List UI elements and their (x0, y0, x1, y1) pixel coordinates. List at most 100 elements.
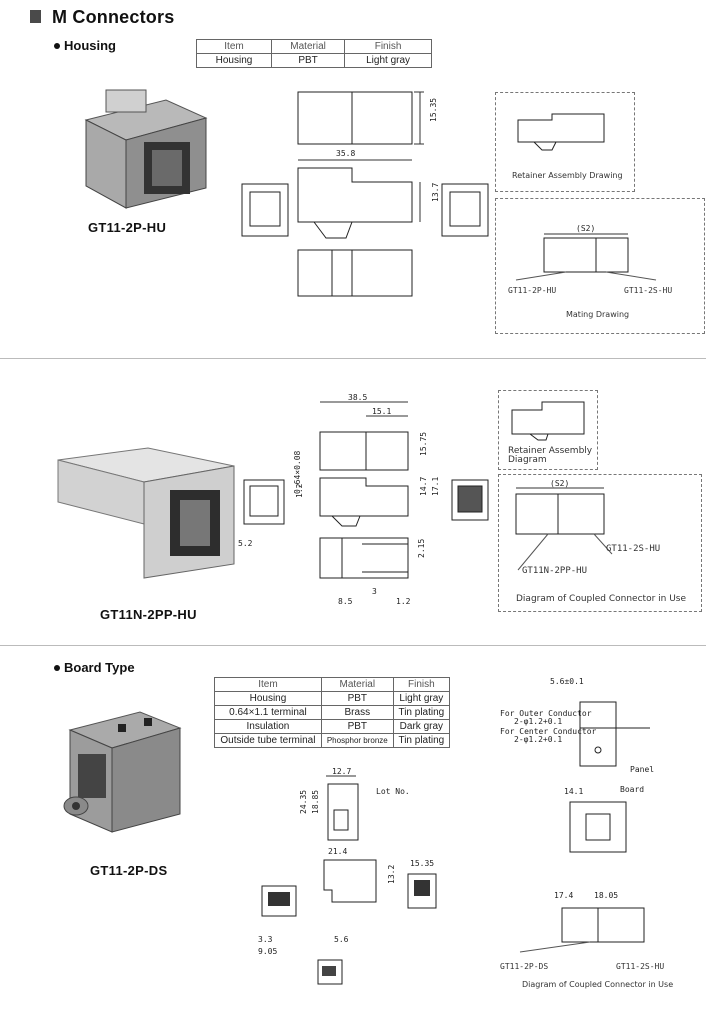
table-cell: Tin plating (392, 733, 451, 748)
dim-1-2b: 1.2 (396, 597, 411, 606)
drawing-gt11n-views: 38.5 15.1 15.75 14.7 17.1 0.64×0.08 1.2 … (238, 393, 489, 606)
table-cell: PBT (320, 691, 394, 706)
drawing-coupled-2: (S2) (515, 479, 613, 571)
dim-15-75: 15.75 (419, 432, 428, 456)
coupled-connector-box (498, 474, 702, 612)
dim-24-35: 24.35 (299, 790, 308, 814)
table-cell: Dark gray (392, 719, 451, 734)
title-marker (30, 10, 41, 23)
dim-5-6-tol: 5.6±0.1 (550, 677, 584, 686)
dim-13-2: 13.2 (387, 865, 396, 884)
dim-5-6: 5.6 (334, 935, 349, 944)
label-right-part: GT11-2S-HU (624, 286, 673, 295)
caption-retainer-2: Retainer Assembly Diagram (508, 447, 592, 465)
caption-mating: Mating Drawing (566, 310, 630, 319)
table-header: Material (270, 39, 346, 54)
dim-38-5: 38.5 (348, 393, 367, 402)
table-cell: Light gray (344, 53, 432, 68)
label-left-part: GT11-2P-HU (508, 286, 557, 295)
dim-14-7: 14.7 (419, 477, 428, 496)
dim-3: 3 (372, 587, 377, 596)
part-number-gt11-2p-ds: GT11-2P-DS (90, 863, 168, 878)
table-cell: Phosphor bronze (320, 733, 394, 748)
drawing-board-mounting: 5.6±0.1 For Outer Conductor 2-φ1.2+0.1 F… (500, 677, 654, 953)
table-header: Finish (392, 677, 451, 692)
product-photo-gt11-2p-ds (63, 711, 182, 833)
drawing-retainer-2 (511, 401, 585, 441)
dim-gap: (S2) (576, 224, 595, 233)
dim-gap-2: (S2) (550, 479, 569, 488)
table-cell: Brass (320, 705, 394, 720)
section-housing-heading: Housing (54, 38, 116, 53)
section-board-heading: Board Type (54, 660, 135, 675)
table-cell: 0.64×1.1 terminal (214, 705, 322, 720)
label-lot-no: Lot No. (376, 787, 410, 796)
bullet-icon (54, 665, 60, 671)
dim-15-35: 15.35 (410, 859, 434, 868)
part-number-gt11-2p-hu: GT11-2P-HU (88, 220, 167, 235)
dim-length: 35.8 (336, 149, 355, 158)
table-cell: PBT (320, 719, 394, 734)
table-header: Item (196, 39, 272, 54)
dim-14-1: 14.1 (564, 787, 583, 796)
label-gt11-2s-hu: GT11-2S-HU (606, 544, 661, 554)
dim-18-85: 18.85 (311, 790, 320, 814)
table-header: Material (320, 677, 394, 692)
board-spec-table: Item Material Finish Housing PBT Light g… (214, 677, 451, 748)
dim-center-conductor: 2-φ1.2+0.1 (514, 735, 562, 744)
dim-17-1: 17.1 (431, 477, 440, 496)
product-photo-gt11n-2pp-hu (57, 447, 235, 579)
dim-5-2: 5.2 (238, 539, 253, 548)
mating-drawing-box (495, 198, 705, 334)
page-title: M Connectors (52, 7, 175, 27)
section-housing-label: Housing (64, 38, 116, 53)
section-divider (0, 358, 706, 359)
drawing-mating: (S2) (515, 224, 657, 281)
caption-coupled-3: Diagram of Coupled Connector in Use (522, 980, 674, 989)
caption-coupled-2: Diagram of Coupled Connector in Use (516, 594, 687, 604)
dim-9-05: 9.05 (258, 947, 277, 956)
caption-retainer: Retainer Assembly Drawing (512, 171, 623, 180)
dim-8-5: 8.5 (338, 597, 353, 606)
dim-outer-conductor: 2-φ1.2+0.1 (514, 717, 562, 726)
product-photo-gt11-2p-hu (84, 89, 208, 209)
dim-3-3: 3.3 (258, 935, 273, 944)
table-cell: Insulation (214, 719, 322, 734)
retainer-assembly-box-2 (498, 390, 598, 470)
dim-15-1: 15.1 (372, 407, 391, 416)
table-cell: PBT (270, 53, 346, 68)
dim-18-05: 18.05 (594, 891, 618, 900)
label-board: Board (620, 785, 644, 794)
label-gt11n-2pp-hu: GT11N-2PP-HU (522, 566, 588, 576)
dim-12-7: 12.7 (332, 767, 351, 776)
dim-17-4: 17.4 (554, 891, 573, 900)
drawing-retainer (517, 113, 605, 151)
caption-retainer-line1: Retainer Assembly (508, 446, 593, 456)
label-gt11-2s-hu-3: GT11-2S-HU (616, 962, 665, 971)
caption-retainer-line2: Diagram (508, 455, 547, 465)
section-board-label: Board Type (64, 660, 135, 675)
dim-height2: 13.7 (431, 183, 440, 202)
table-cell: Outside tube terminal (214, 733, 322, 748)
dim-2-15: 2.15 (417, 539, 426, 558)
drawing-housing-views: 15.35 35.8 13.7 (241, 91, 489, 297)
housing-spec-table: Item Material Finish Housing PBT Light g… (196, 39, 432, 68)
drawing-board-views: 12.7 24.35 18.85 Lot No. 21.4 13.2 15.35… (258, 767, 437, 985)
dim-21-4: 21.4 (328, 847, 347, 856)
label-center-conductor: For Center Conductor (500, 727, 597, 736)
table-cell: Light gray (392, 691, 451, 706)
bullet-icon (54, 43, 60, 49)
dim-height: 15.35 (429, 98, 438, 122)
table-cell: Housing (196, 53, 272, 68)
label-outer-conductor: For Outer Conductor (500, 709, 592, 718)
label-gt11-2p-ds: GT11-2P-DS (500, 962, 549, 971)
retainer-assembly-box (495, 92, 635, 192)
part-number-gt11n-2pp-hu: GT11N-2PP-HU (100, 607, 197, 622)
table-header: Finish (344, 39, 432, 54)
table-cell: Tin plating (392, 705, 451, 720)
dim-0-64: 0.64×0.08 (293, 450, 302, 494)
section-divider (0, 645, 706, 646)
table-cell: Housing (214, 691, 322, 706)
label-panel: Panel (630, 765, 654, 774)
table-header: Item (214, 677, 322, 692)
